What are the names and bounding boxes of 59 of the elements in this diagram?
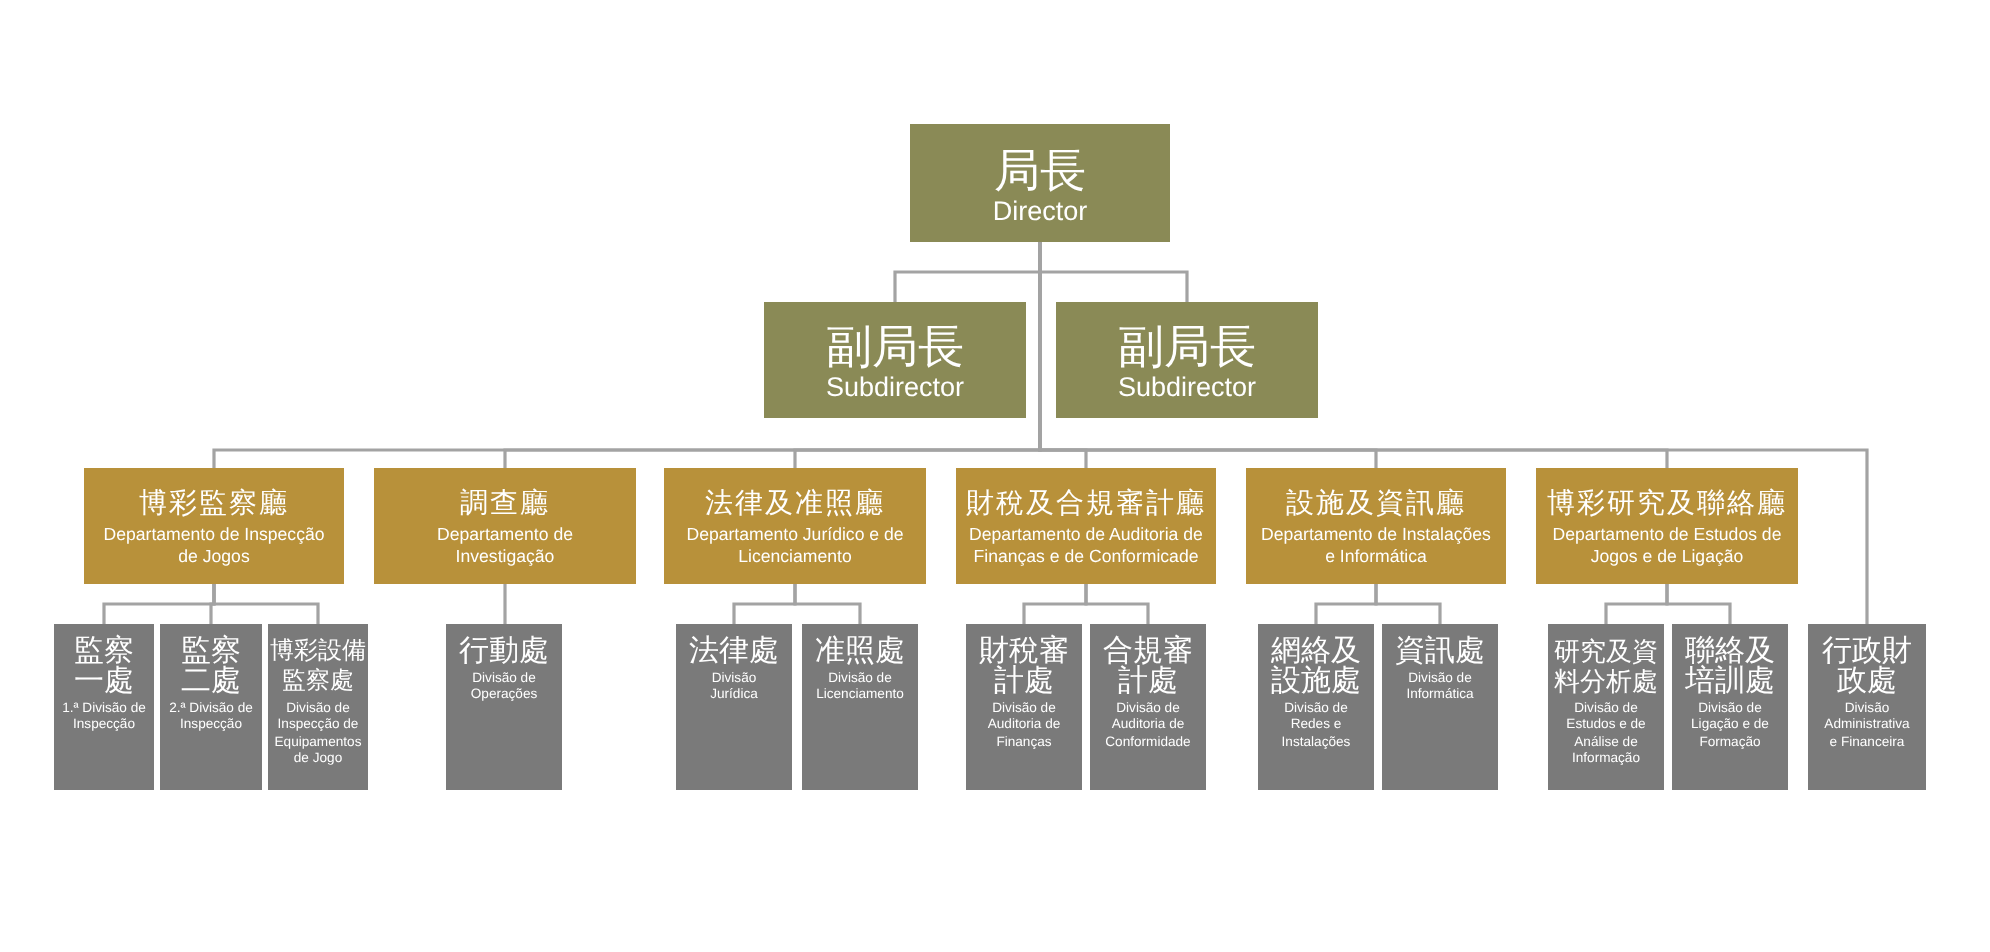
department-box	[956, 468, 1216, 584]
division-box	[1808, 624, 1926, 790]
unit-title: 行動處	[459, 636, 549, 666]
subdirector-box	[1056, 302, 1318, 418]
connector-line	[503, 584, 507, 624]
division-box	[966, 624, 1082, 790]
unit-title: 監察二處	[180, 636, 242, 696]
unit-subtitle: Departamento de Investigação	[435, 524, 575, 568]
unit-title: 調查廳	[460, 484, 550, 520]
division-box	[1672, 624, 1788, 790]
department-box	[1246, 468, 1506, 584]
unit-title: 博彩研究及聯絡廳	[1547, 484, 1787, 520]
unit-title: 准照處	[815, 636, 905, 666]
unit-title: 副局長	[1118, 320, 1256, 372]
division-box	[54, 624, 154, 790]
connector-line	[1084, 584, 1150, 624]
unit-title: 設施及資訊廳	[1286, 484, 1466, 520]
department-box	[84, 468, 344, 584]
unit-title: 博彩設備監察處	[269, 636, 367, 696]
connector-line	[793, 584, 862, 624]
connector-line	[1665, 584, 1732, 624]
connector-line	[1374, 584, 1442, 624]
unit-title: 合規審計處	[1101, 636, 1195, 696]
unit-subtitle: Departamento de Auditoria de Finanças e de Conformicade	[967, 524, 1205, 568]
division-box	[802, 624, 918, 790]
division-box	[1090, 624, 1206, 790]
director-box	[910, 124, 1170, 242]
unit-title: 研究及資料分析處	[1553, 636, 1659, 696]
division-box	[268, 624, 368, 790]
unit-subtitle: Departamento de Instalações e Informática	[1259, 524, 1493, 568]
division-box	[446, 624, 562, 790]
division-box	[1548, 624, 1664, 790]
unit-title: 法律處	[689, 636, 779, 666]
unit-title: 資訊處	[1395, 636, 1485, 666]
department-box	[374, 468, 636, 584]
unit-title: 博彩監察廳	[139, 484, 289, 520]
unit-subtitle: Subdirector	[825, 372, 965, 404]
unit-title: 行政財政處	[1820, 636, 1914, 696]
unit-title: 監察一處	[73, 636, 135, 696]
unit-title: 財稅審計處	[977, 636, 1071, 696]
unit-subtitle: Director	[992, 196, 1088, 228]
division-box	[676, 624, 792, 790]
connector-line	[212, 584, 320, 624]
unit-title: 法律及准照廳	[705, 484, 885, 520]
unit-subtitle: Departamento de Inspecção de Jogos	[101, 524, 327, 568]
department-box	[1536, 468, 1798, 584]
division-box	[160, 624, 262, 790]
unit-title: 副局長	[826, 320, 964, 372]
department-box	[664, 468, 926, 584]
unit-subtitle: Departamento Jurídico e de Licenciamento	[684, 524, 906, 568]
unit-title: 局長	[994, 144, 1086, 196]
division-box	[1382, 624, 1498, 790]
unit-title: 網絡及設施處	[1269, 636, 1363, 696]
unit-subtitle: Subdirector	[1117, 372, 1257, 404]
subdirector-box	[764, 302, 1026, 418]
division-box	[1258, 624, 1374, 790]
unit-title: 聯絡及培訓處	[1683, 636, 1777, 696]
unit-subtitle: Departamento de Estudos de Jogos e de Ligação	[1550, 524, 1784, 568]
unit-title: 財稅及合規審計廳	[966, 484, 1206, 520]
